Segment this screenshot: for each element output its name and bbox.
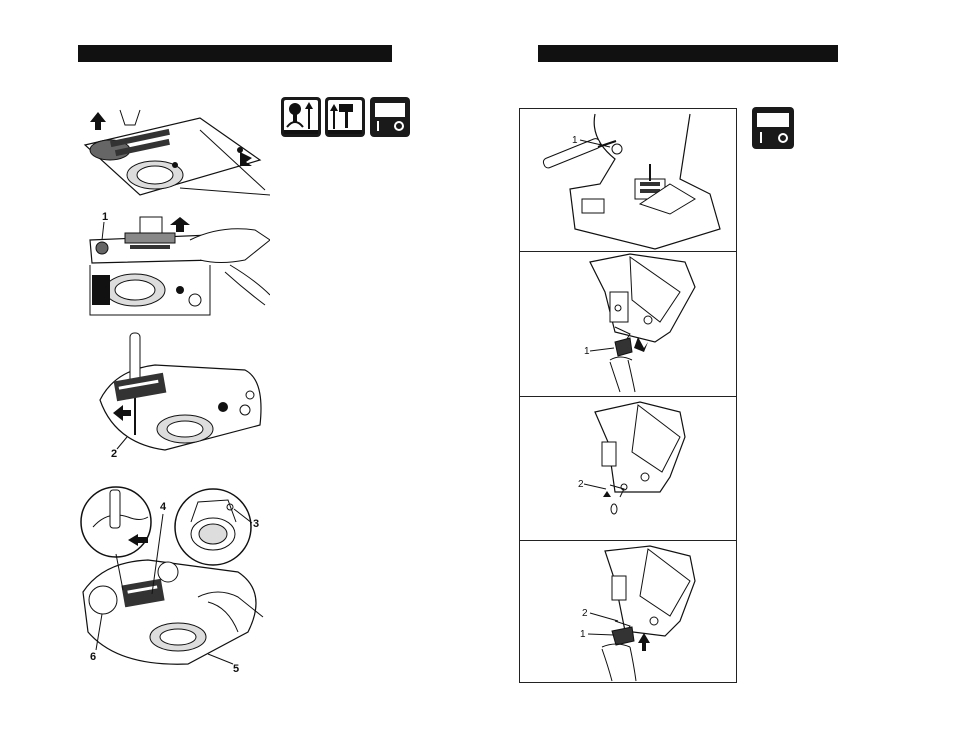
panel4-callout-1: 1: [580, 629, 586, 640]
callout-5: 5: [233, 663, 239, 672]
callout-3: 3: [253, 518, 259, 530]
panel2-callout-1: 1: [584, 346, 590, 357]
needle-up-icon: [325, 97, 365, 137]
panel1-callout-1: 1: [572, 135, 578, 146]
needle-plate-removal-illustration: 1: [80, 100, 270, 325]
hook-assembly-illustration: 3 4 5 6: [78, 482, 273, 672]
power-switch-off-icon: [752, 107, 794, 149]
callout-6: 6: [90, 651, 96, 663]
screw-removed-illustration: 2: [520, 397, 736, 540]
power-switch-off-icon: [370, 97, 410, 137]
panel4-callout-2: 2: [582, 608, 588, 619]
screwdriver-feed-dog-illustration: 2: [95, 325, 270, 460]
right-header-bar: [538, 45, 838, 62]
needle-clamp-install-illustration: 2 1: [520, 541, 736, 682]
callout-1: 1: [102, 211, 108, 223]
needle-clamp-removal-illustration: 1: [520, 252, 736, 396]
callout-2: 2: [111, 448, 117, 460]
machine-screwdriver-illustration: 1: [520, 109, 736, 251]
left-header-bar: [78, 45, 392, 62]
presser-foot-up-icon: [281, 97, 321, 137]
callout-4: 4: [160, 501, 167, 513]
panel3-callout-2: 2: [578, 479, 584, 490]
